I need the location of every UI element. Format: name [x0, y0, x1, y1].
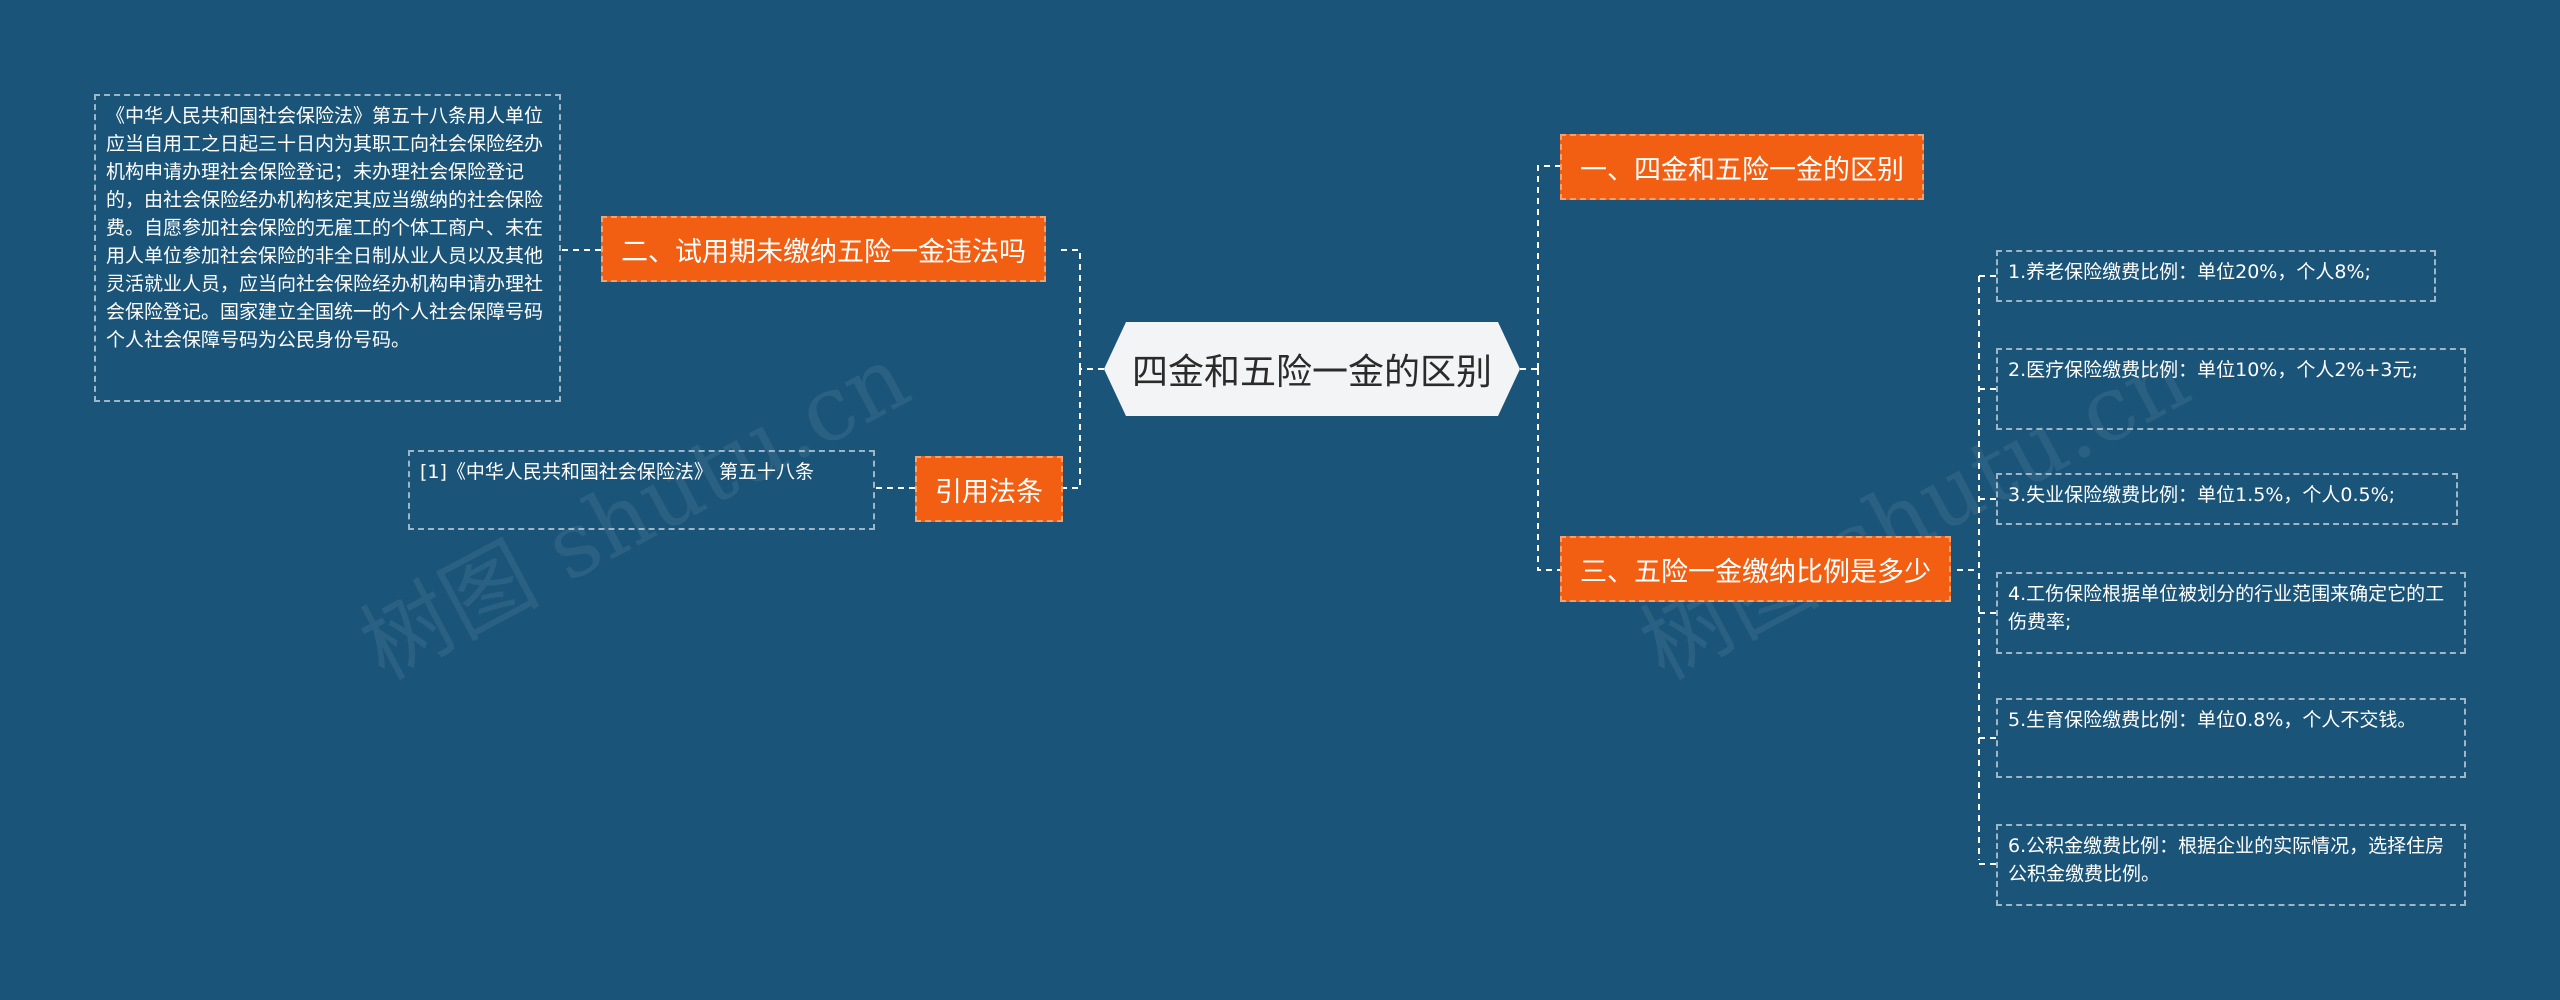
branch-probation-unpaid[interactable]: 二、试用期未缴纳五险一金违法吗	[601, 216, 1046, 282]
branch-payment-ratio[interactable]: 三、五险一金缴纳比例是多少	[1560, 536, 1951, 602]
leaf-ratio-medical[interactable]: 2.医疗保险缴费比例：单位10%，个人2%+3元;	[1996, 348, 2466, 430]
connector-root-right	[1520, 165, 1560, 571]
leaf-ratio-housing-fund[interactable]: 6.公积金缴费比例：根据企业的实际情况，选择住房公积金缴费比例。	[1996, 824, 2466, 906]
leaf-citation[interactable]: [1]《中华人民共和国社会保险法》 第五十八条	[408, 450, 875, 530]
leaf-ratio-injury[interactable]: 4.工伤保险根据单位被划分的行业范围来确定它的工伤费率;	[1996, 572, 2466, 654]
root-node[interactable]: 四金和五险一金的区别	[1104, 322, 1520, 416]
leaf-law-text[interactable]: 《中华人民共和国社会保险法》第五十八条用人单位应当自用工之日起三十日内为其职工向…	[94, 94, 561, 402]
branch-four-vs-five[interactable]: 一、四金和五险一金的区别	[1560, 134, 1924, 200]
leaf-ratio-maternity[interactable]: 5.生育保险缴费比例：单位0.8%，个人不交钱。	[1996, 698, 2466, 778]
connector-b3-ratios	[1957, 275, 1996, 865]
leaf-ratio-pension[interactable]: 1.养老保险缴费比例：单位20%，个人8%;	[1996, 250, 2436, 302]
branch-cited-law[interactable]: 引用法条	[915, 456, 1063, 522]
connector-root-left	[1058, 249, 1104, 489]
leaf-ratio-unemployment[interactable]: 3.失业保险缴费比例：单位1.5%，个人0.5%;	[1996, 473, 2458, 525]
